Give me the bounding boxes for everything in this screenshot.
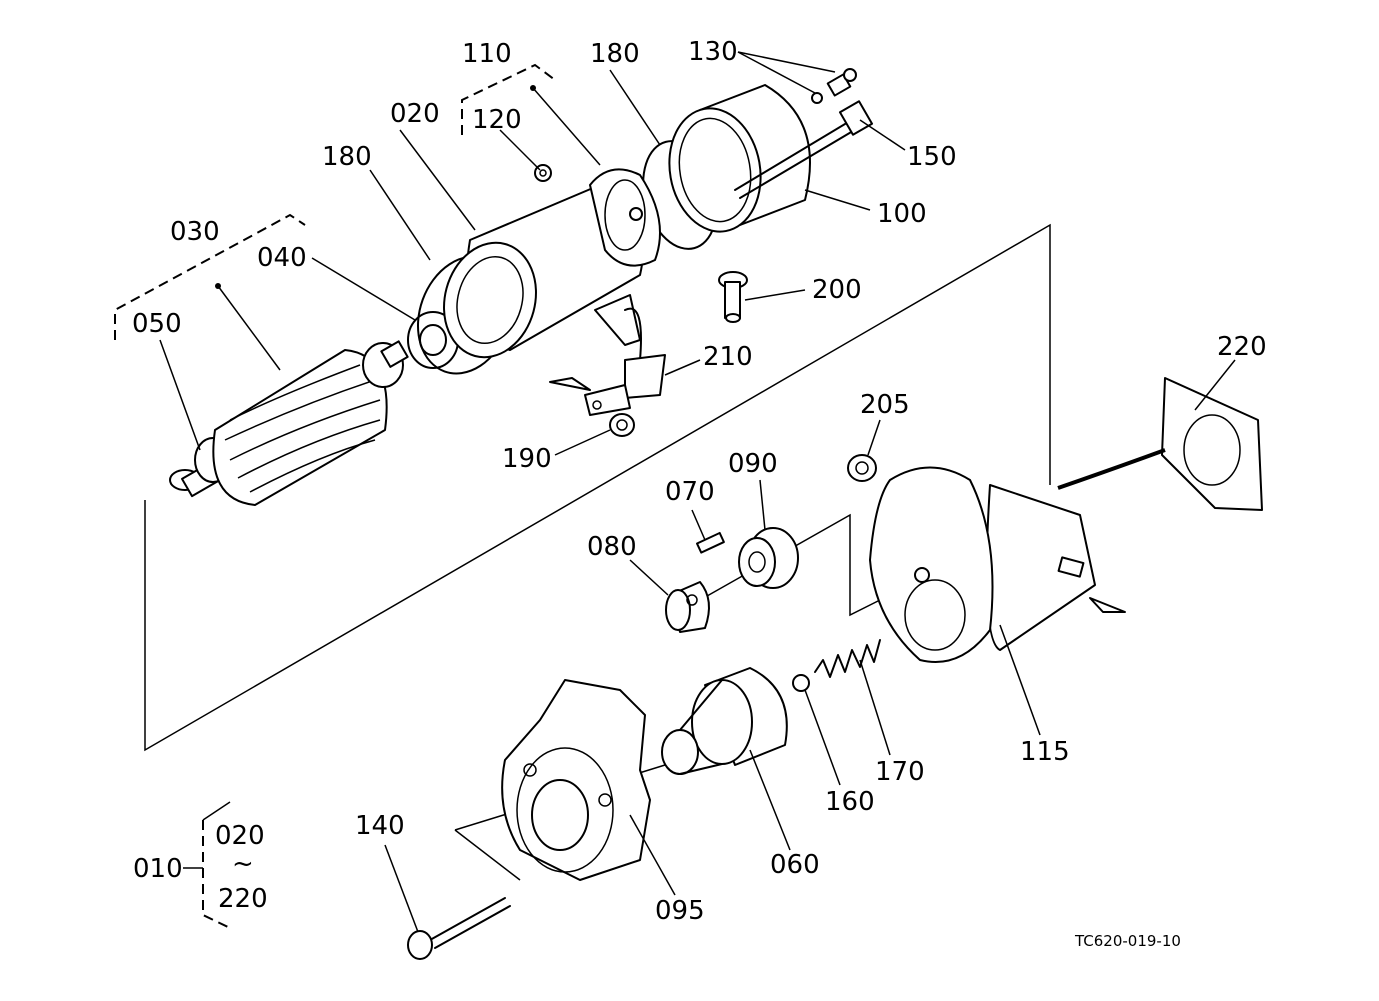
leader-100 [804, 189, 871, 211]
range-tilde: ~ [232, 849, 254, 879]
leader-205 [867, 419, 881, 456]
leader-020 [399, 129, 476, 231]
packing-arrow [1057, 448, 1166, 490]
housing-guide-line-2 [454, 829, 521, 881]
label-090: 090 [728, 449, 778, 479]
gear-part [738, 527, 799, 589]
lead-wire-arrow [549, 377, 591, 391]
armature-bracket [114, 213, 306, 340]
through-bolt-part [734, 100, 874, 199]
label-220: 220 [1217, 332, 1267, 362]
label-160: 160 [825, 787, 875, 817]
rear-cover-part [668, 84, 811, 233]
label-150: 150 [907, 142, 957, 172]
leader-180a [369, 169, 431, 261]
leader-080 [629, 559, 669, 596]
pin-part [696, 531, 725, 554]
label-060: 060 [770, 850, 820, 880]
leader-190 [554, 429, 611, 456]
washer-part [811, 92, 823, 104]
retainer-part [665, 581, 710, 633]
label-190: 190 [502, 444, 552, 474]
range-from: 020 [215, 821, 265, 851]
leader-030 [217, 285, 281, 371]
nut-205-part [847, 454, 877, 482]
leader-040 [311, 257, 416, 321]
leader-110-dot [530, 85, 536, 91]
nut-190-part [609, 413, 635, 437]
label-200: 200 [812, 275, 862, 305]
leader-180b [609, 69, 661, 146]
leader-090 [759, 479, 766, 531]
range-bracket [202, 820, 231, 929]
leader-120 [499, 129, 541, 171]
leader-050 [159, 339, 201, 451]
leader-070 [691, 509, 706, 541]
label-110: 110 [462, 39, 512, 69]
label-095: 095 [655, 896, 705, 926]
leader-150 [859, 119, 906, 151]
label-080: 080 [587, 532, 637, 562]
label-010: 010 [133, 854, 183, 884]
leader-110 [532, 87, 601, 166]
label-120: 120 [472, 105, 522, 135]
leader-140 [384, 844, 419, 933]
leader-170 [859, 659, 891, 756]
label-130: 130 [688, 37, 738, 67]
leader-160 [804, 689, 841, 786]
label-140: 140 [355, 811, 405, 841]
brush-holder-bracket [461, 63, 556, 135]
label-050: 050 [132, 309, 182, 339]
clutch-part [661, 667, 788, 775]
brush-holder-part [589, 168, 661, 267]
range-to: 220 [218, 884, 268, 914]
label-205: 205 [860, 390, 910, 420]
ball-part [792, 674, 810, 692]
screw-200-part [718, 271, 748, 323]
bolt-140-part [407, 897, 511, 960]
label-020: 020 [390, 99, 440, 129]
label-210: 210 [703, 342, 753, 372]
label-170: 170 [875, 757, 925, 787]
bearing-part [407, 311, 459, 369]
armature-part [169, 340, 409, 506]
range-dash-1 [202, 801, 231, 821]
packing-part [1161, 377, 1263, 511]
label-040: 040 [257, 243, 307, 273]
leader-130a [737, 51, 816, 94]
label-180a: 180 [322, 142, 372, 172]
label-100: 100 [877, 199, 927, 229]
label-070: 070 [665, 477, 715, 507]
drive-housing-part [501, 679, 651, 881]
assembly-outline-upper [144, 223, 1051, 752]
magnetic-switch-part [869, 466, 1096, 663]
label-180b: 180 [590, 39, 640, 69]
label-030: 030 [170, 217, 220, 247]
switch-arrow [1089, 597, 1126, 613]
leader-200 [744, 289, 806, 301]
leader-220 [1194, 359, 1236, 411]
leader-115 [999, 624, 1041, 736]
screw-part [826, 68, 857, 97]
spring-part [814, 639, 881, 678]
leader-210 [664, 359, 701, 376]
leader-060 [749, 749, 791, 851]
leader-030-dot [215, 283, 221, 289]
leader-095 [629, 814, 676, 896]
label-115: 115 [1020, 737, 1070, 767]
leader-130b [737, 51, 836, 73]
drawing-code: TC620-019-10 [1074, 932, 1181, 950]
lead-wire-part [584, 307, 666, 416]
